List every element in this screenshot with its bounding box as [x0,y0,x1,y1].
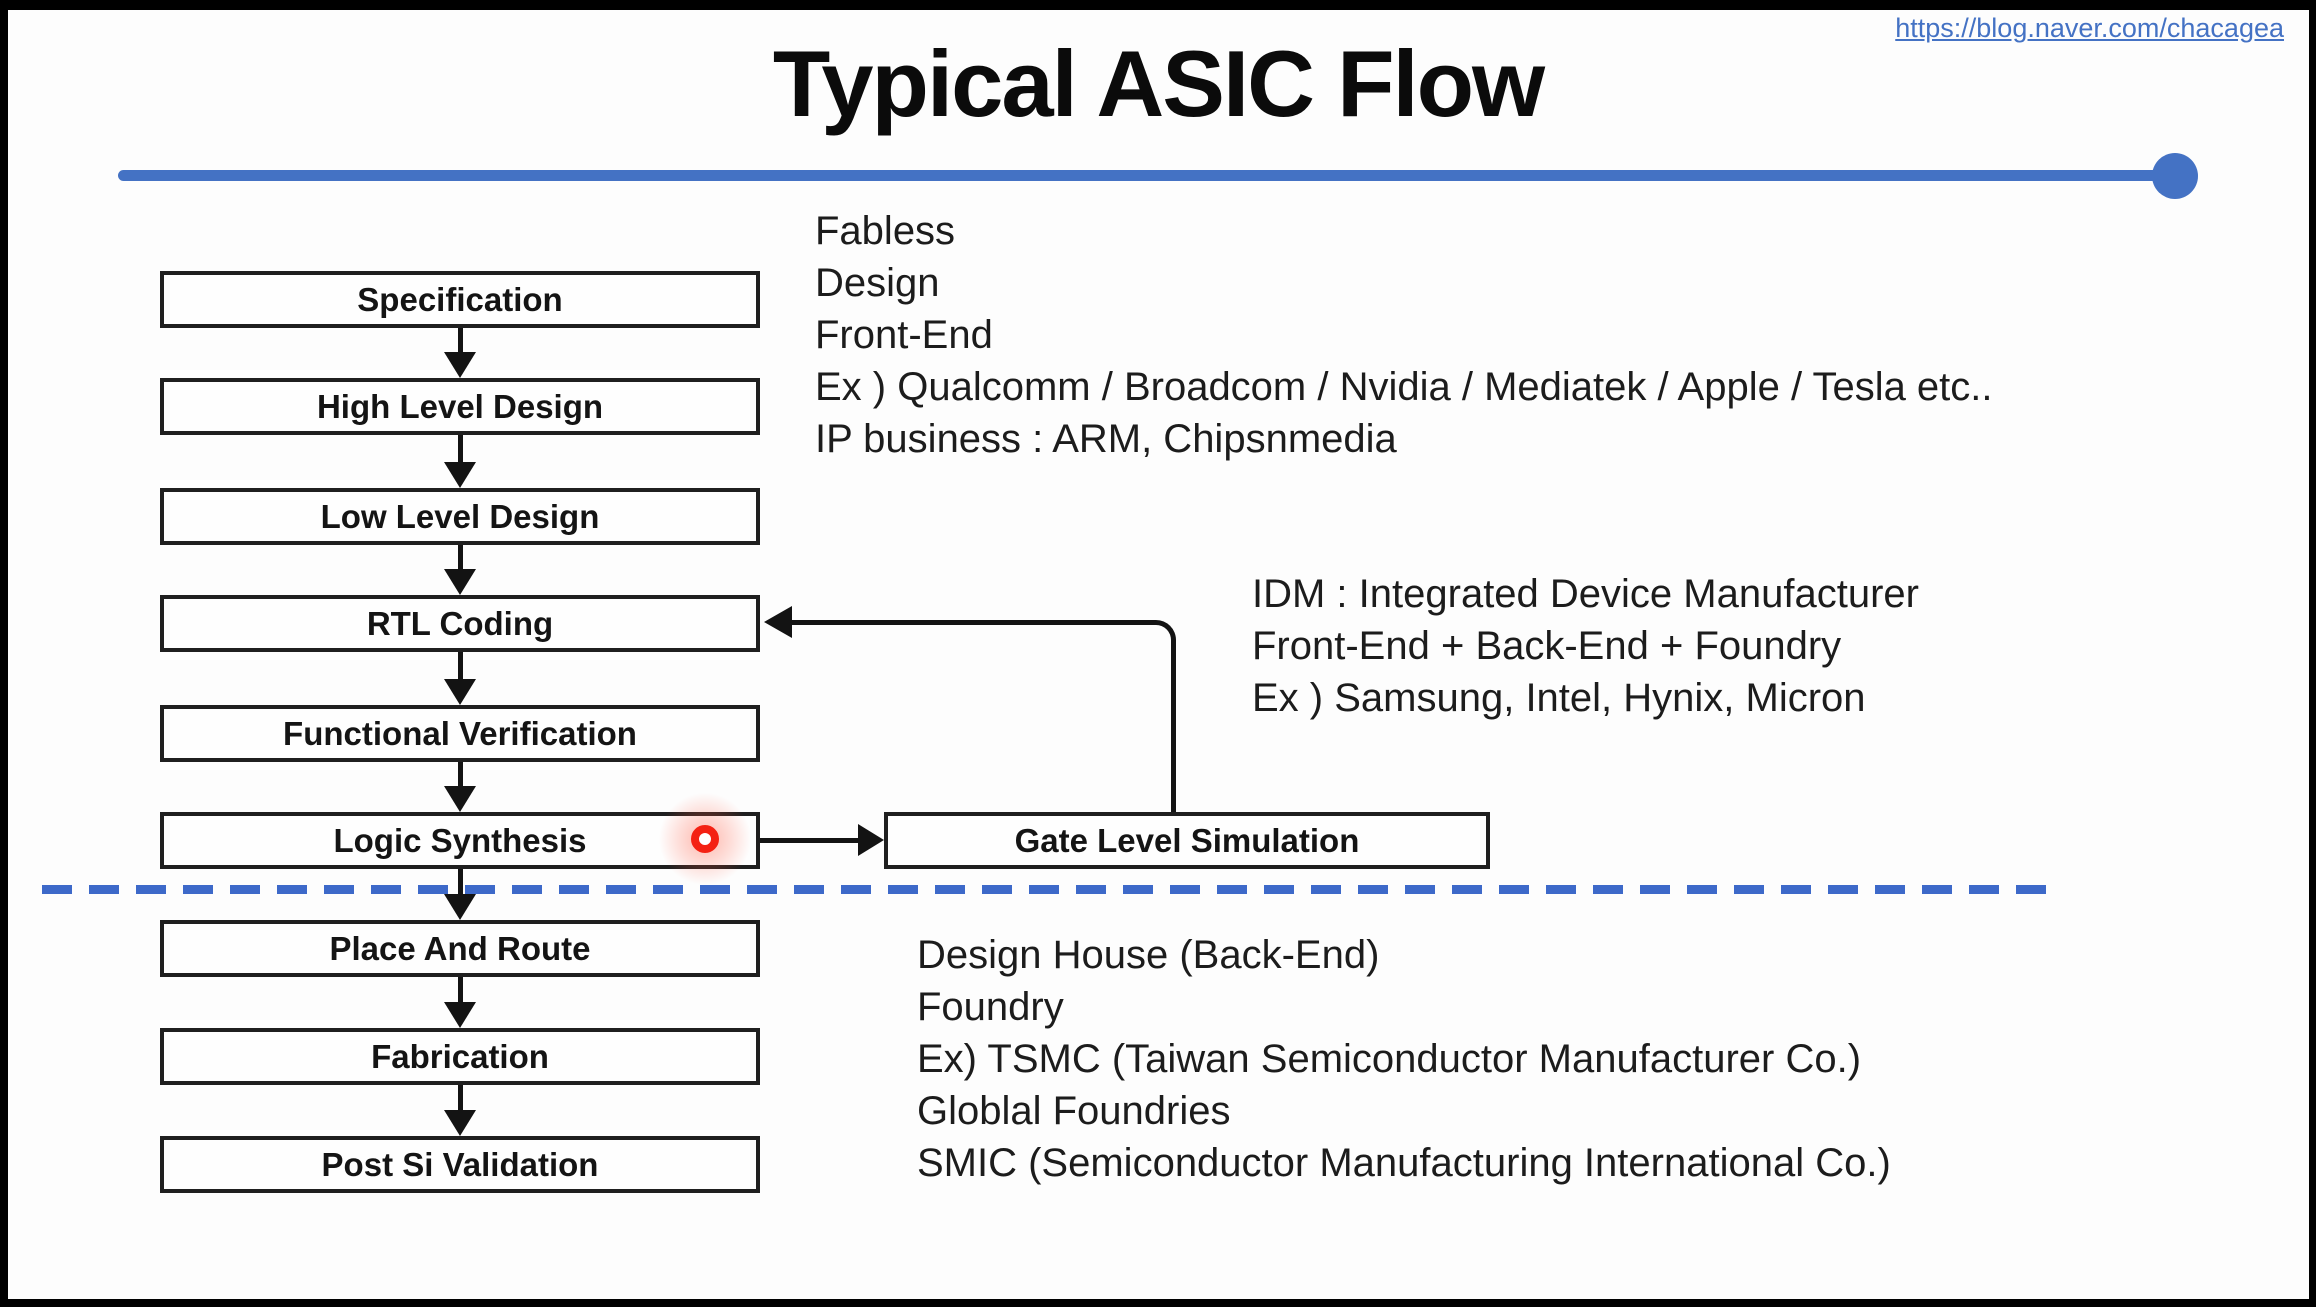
arrow-down-5-head [444,786,476,812]
fabless-note-line: Ex ) Qualcomm / Broadcom / Nvidia / Medi… [815,365,1993,409]
arrow-down-6-head [444,894,476,920]
fabless-note: Fabless Design Front-End Ex ) Qualcomm /… [815,205,1993,465]
arrow-down-5-stem [458,762,463,788]
fabless-note-line: Fabless [815,209,956,253]
idm-note-line: Front-End + Back-End + Foundry [1252,624,1842,668]
frontend-backend-divider [42,885,2052,894]
title-underline [118,170,2176,181]
flow-box-functional-verification: Functional Verification [160,705,760,762]
fabless-note-line: Design [815,261,940,305]
arrow-down-4-head [444,679,476,705]
arrow-down-3-stem [458,545,463,571]
arrow-down-3-head [444,569,476,595]
fabless-note-line: Front-End [815,313,993,357]
fabless-note-line: IP business : ARM, Chipsnmedia [815,417,1397,461]
idm-note-line: Ex ) Samsung, Intel, Hynix, Micron [1252,676,1866,720]
idm-note: IDM : Integrated Device Manufacturer Fro… [1252,568,1919,724]
flow-box-high-level-design: High Level Design [160,378,760,435]
idm-note-line: IDM : Integrated Device Manufacturer [1252,572,1919,616]
arrow-down-7-head [444,1002,476,1028]
laser-pointer-dot [691,825,719,853]
backend-note-line: SMIC (Semiconductor Manufacturing Intern… [917,1141,1891,1185]
arrow-right-stem [760,838,860,843]
feedback-arrow-head [764,606,792,638]
flow-box-fabrication: Fabrication [160,1028,760,1085]
arrow-down-8-head [444,1110,476,1136]
flow-box-logic-synthesis: Logic Synthesis [160,812,760,869]
arrow-right-head [858,824,884,856]
arrow-down-2-head [444,462,476,488]
backend-note-line: Ex) TSMC (Taiwan Semiconductor Manufactu… [917,1037,1862,1081]
blog-url-link[interactable]: https://blog.naver.com/chacagea [1895,13,2284,43]
backend-note-line: Globlal Foundries [917,1089,1231,1133]
arrow-down-4-stem [458,652,463,681]
arrow-down-6-stem [458,869,463,896]
flow-box-low-level-design: Low Level Design [160,488,760,545]
feedback-line [790,620,1176,812]
backend-note-line: Foundry [917,985,1064,1029]
arrow-down-1-head [444,352,476,378]
arrow-down-7-stem [458,977,463,1004]
flow-box-gate-level-simulation: Gate Level Simulation [884,812,1490,869]
flow-box-rtl-coding: RTL Coding [160,595,760,652]
flow-box-post-si-validation: Post Si Validation [160,1136,760,1193]
arrow-down-1-stem [458,328,463,354]
backend-note-line: Design House (Back-End) [917,933,1380,977]
title-underline-dot [2152,153,2198,199]
flow-box-place-and-route: Place And Route [160,920,760,977]
backend-note: Design House (Back-End) Foundry Ex) TSMC… [917,929,1891,1189]
arrow-down-2-stem [458,435,463,464]
arrow-down-8-stem [458,1085,463,1112]
page-title: Typical ASIC Flow [772,31,1545,136]
flow-box-specification: Specification [160,271,760,328]
